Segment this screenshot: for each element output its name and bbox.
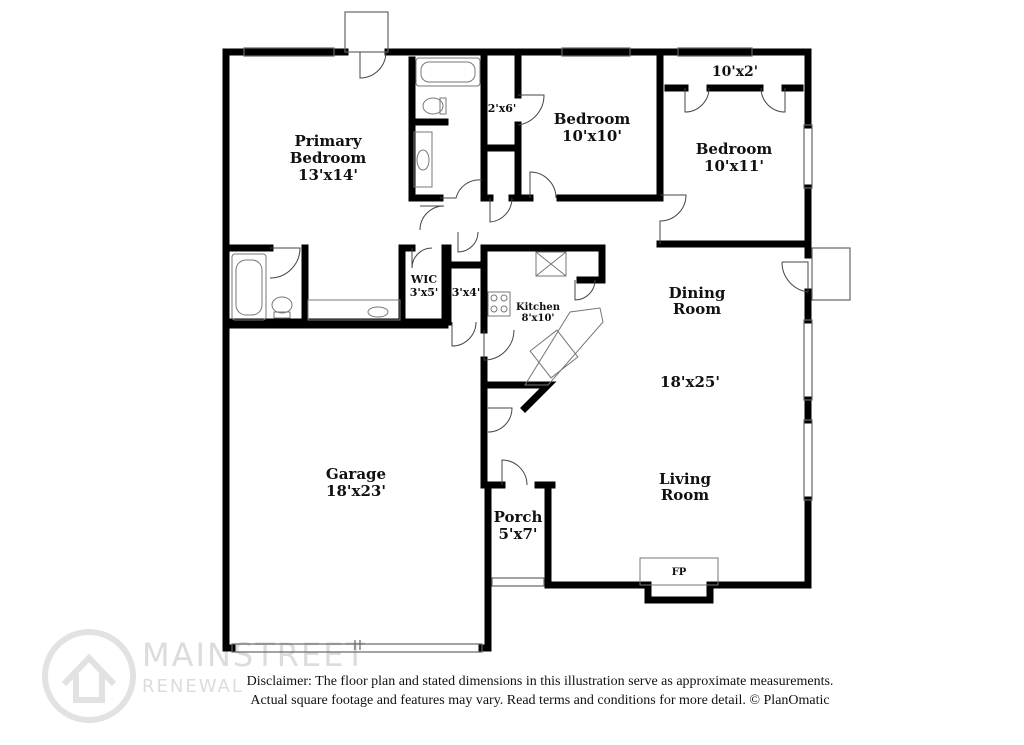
wall-garage-north <box>222 318 449 329</box>
label-fireplace: FP <box>672 567 687 578</box>
window-bed2 <box>561 47 631 57</box>
fridge-icon <box>535 251 567 277</box>
vanity-icon <box>307 299 401 321</box>
fireplace-icon <box>639 557 719 586</box>
label-wic: WIC <box>410 273 437 286</box>
label-closet-small: 3'x4' <box>452 286 481 299</box>
wall-garage-kitchen <box>480 356 557 489</box>
fixtures <box>231 57 719 586</box>
window-bed3-top <box>677 47 753 57</box>
label-primary-1: Primary <box>294 132 362 150</box>
stoop-north <box>344 11 389 53</box>
label-living: Living <box>659 470 712 488</box>
label-closet-top: 10'x2' <box>712 64 758 80</box>
toilet-icon <box>422 97 444 115</box>
toilet-primary-icon <box>271 296 293 314</box>
mainstreet-logo-icon <box>42 629 136 723</box>
label-closet-hall: 2'x6' <box>488 102 517 115</box>
windows <box>231 11 851 653</box>
watermark-sub: RENEWAL <box>142 676 244 697</box>
wall-kitchen-north <box>480 244 606 284</box>
window-garage <box>231 643 483 653</box>
label-dining-2: Room <box>673 300 721 318</box>
label-bed2-dims: 10'x10' <box>562 127 622 145</box>
window-bed3-east <box>803 124 813 189</box>
stoop-east <box>811 247 851 301</box>
label-wic-dims: 3'x5' <box>410 286 439 299</box>
label-garage-dims: 18'x23' <box>326 482 386 500</box>
label-living-dims: 18'x25' <box>660 373 720 391</box>
fireplace-wall <box>636 581 722 604</box>
disclaimer-line-2: Actual square footage and features may v… <box>250 693 830 708</box>
label-kitchen: Kitchen <box>516 302 561 313</box>
window-living-2 <box>803 419 813 501</box>
label-porch: Porch <box>494 508 543 526</box>
wall-bath-west <box>408 56 444 202</box>
label-bed3-dims: 10'x11' <box>704 157 764 175</box>
window-porch <box>491 577 545 587</box>
sink-icon <box>413 131 433 188</box>
label-primary-dims: 13'x14' <box>298 166 358 184</box>
range-icon <box>487 291 511 317</box>
window-living-1 <box>803 319 813 401</box>
window-primary <box>243 47 335 57</box>
label-bed2: Bedroom <box>554 110 631 128</box>
label-dining: Dining <box>669 284 726 302</box>
bathtub-icon <box>415 57 481 87</box>
label-garage: Garage <box>326 465 386 483</box>
bathtub-primary-icon <box>231 253 267 321</box>
disclaimer-line-1: Disclaimer: The floor plan and stated di… <box>246 674 834 689</box>
label-porch-dims: 5'x7' <box>498 525 537 543</box>
label-living-2: Room <box>661 486 709 504</box>
label-bed3: Bedroom <box>696 140 773 158</box>
doors <box>269 51 809 486</box>
label-kitchen-dims: 8'x10' <box>522 313 555 324</box>
kitchen-sink-icon <box>529 329 579 379</box>
watermark-brand: MAINSTREET <box>142 636 367 674</box>
label-primary-2: Bedroom <box>290 149 367 167</box>
